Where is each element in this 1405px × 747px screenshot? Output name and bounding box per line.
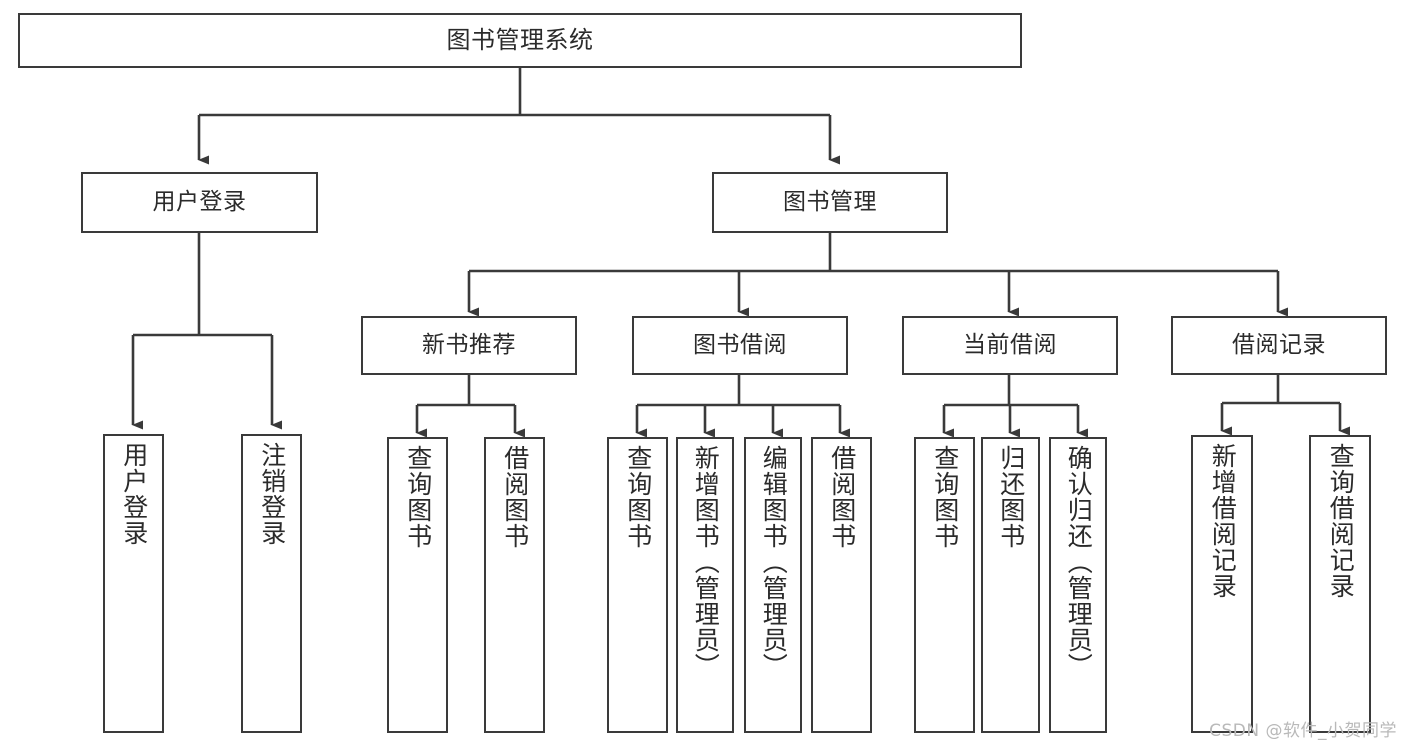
node-label: 归还图书 [996, 445, 1026, 549]
node-label: 查询图书 [403, 445, 433, 549]
node-borrowing-record[interactable]: 借阅记录 [1171, 316, 1387, 375]
node-leaf-add-borrow-record[interactable]: 新增借阅记录 [1191, 435, 1253, 733]
node-leaf-confirm-return-admin[interactable]: 确认归还（管理员） [1049, 437, 1107, 733]
node-label: 编辑图书（管理员） [759, 445, 789, 679]
node-label: 新书推荐 [422, 331, 516, 358]
node-label: 用户登录 [119, 442, 149, 546]
node-label: 借阅记录 [1232, 331, 1326, 358]
node-leaf-query-book-current[interactable]: 查询图书 [914, 437, 975, 733]
node-label: 图书管理系统 [446, 26, 594, 55]
node-leaf-add-book-admin[interactable]: 新增图书（管理员） [676, 437, 734, 733]
node-book-borrowing[interactable]: 图书借阅 [632, 316, 848, 375]
node-leaf-borrow-book[interactable]: 借阅图书 [811, 437, 872, 733]
node-label: 借阅图书 [500, 445, 530, 549]
node-label: 借阅图书 [827, 445, 857, 549]
node-label: 图书管理 [783, 188, 877, 215]
node-leaf-edit-book-admin[interactable]: 编辑图书（管理员） [744, 437, 802, 733]
node-label: 用户登录 [152, 188, 247, 215]
node-leaf-return-book[interactable]: 归还图书 [981, 437, 1040, 733]
node-label: 新增图书（管理员） [691, 445, 721, 679]
node-label: 查询借阅记录 [1326, 443, 1356, 599]
node-root-book-management-system[interactable]: 图书管理系统 [18, 13, 1022, 68]
node-label: 查询图书 [930, 445, 960, 549]
node-leaf-logout[interactable]: 注销登录 [241, 434, 302, 733]
node-current-borrowing[interactable]: 当前借阅 [902, 316, 1118, 375]
node-label: 当前借阅 [963, 331, 1057, 358]
node-label: 确认归还（管理员） [1064, 445, 1094, 679]
node-label: 新增借阅记录 [1208, 443, 1238, 599]
node-leaf-query-borrow-record[interactable]: 查询借阅记录 [1309, 435, 1371, 733]
node-leaf-query-book-newbook[interactable]: 查询图书 [387, 437, 448, 733]
node-label: 图书借阅 [693, 331, 787, 358]
node-leaf-user-login[interactable]: 用户登录 [103, 434, 164, 733]
node-label: 注销登录 [257, 442, 287, 546]
node-label: 查询图书 [623, 445, 653, 549]
node-leaf-query-book-borrow[interactable]: 查询图书 [607, 437, 668, 733]
node-user-login[interactable]: 用户登录 [81, 172, 318, 233]
node-new-book-recommendation[interactable]: 新书推荐 [361, 316, 577, 375]
node-leaf-borrow-book-newbook[interactable]: 借阅图书 [484, 437, 545, 733]
node-book-management[interactable]: 图书管理 [712, 172, 948, 233]
